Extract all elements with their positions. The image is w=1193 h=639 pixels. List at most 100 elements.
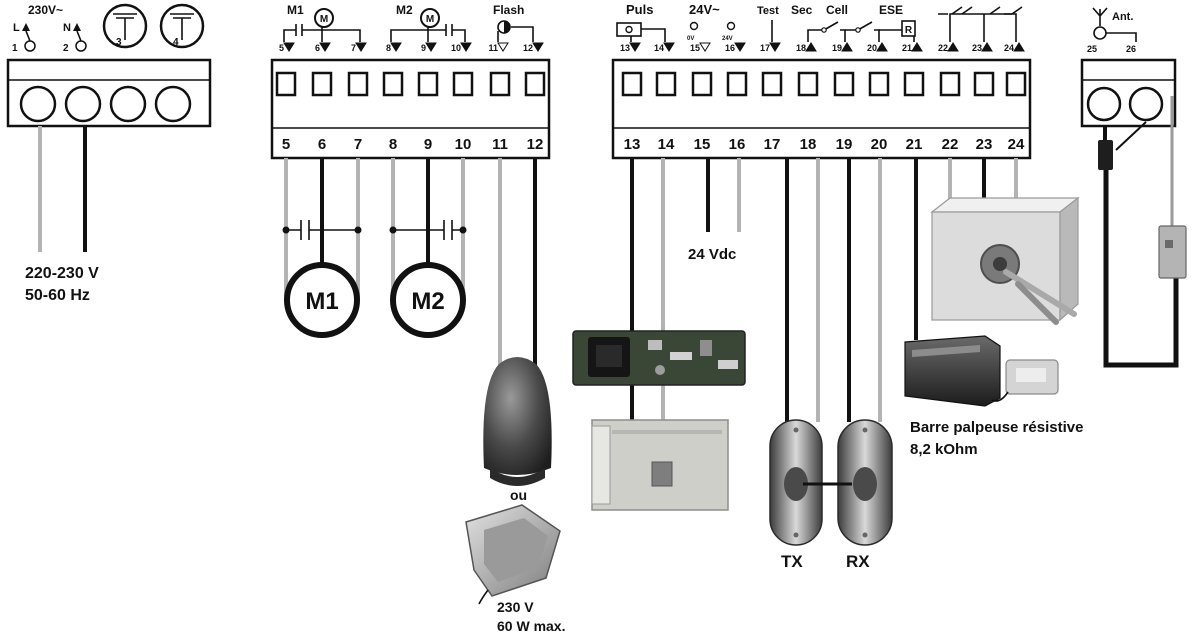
safety-edge-cable: [991, 391, 1009, 402]
terminal-screw: [275, 71, 297, 97]
test-header-label: Test: [757, 5, 779, 17]
terminal-down-arrow-icon: [319, 42, 331, 52]
header-terminal-number: 7: [351, 43, 356, 53]
terminal-screw: [347, 71, 369, 97]
terminal-screw: [489, 71, 511, 97]
receiver-label: RX: [846, 552, 870, 571]
terminal-number: 15: [694, 136, 711, 153]
terminal-down-arrow-icon: [283, 42, 295, 52]
motor-icon: [314, 8, 334, 28]
terminal-down-arrow-icon: [663, 42, 675, 52]
zero-volt-label: 0V: [687, 36, 694, 42]
card-component: [670, 352, 692, 360]
terminal-screw: [64, 85, 102, 123]
ground-icon: [170, 13, 194, 40]
transmitter-label: TX: [781, 552, 803, 571]
terminal-number: 10: [455, 136, 472, 153]
antenna-shield-wire: [1115, 121, 1147, 151]
safety-edge-module-face: [1016, 368, 1046, 382]
block-2-header: M1 M M2 M Flash: [283, 3, 534, 42]
capacitor-icon: [295, 24, 303, 36]
terminal-screw: [382, 71, 404, 97]
cell-switch-icon: [845, 21, 880, 42]
sec-switch-icon: [807, 21, 846, 42]
junction-dot: [282, 226, 290, 234]
terminal-up-arrow-icon: [841, 42, 853, 52]
header-terminal-number: 21: [902, 43, 912, 53]
antenna-coax-icon: [1093, 26, 1107, 40]
terminal-number: 20: [871, 136, 888, 153]
lock-faceplate: [591, 425, 611, 505]
motor-2-label: M2: [411, 288, 444, 315]
header-terminal-number: 9: [421, 43, 426, 53]
terminal-number: 18: [800, 136, 817, 153]
electric-lock: [591, 419, 729, 511]
selector-side: [1059, 196, 1079, 322]
motor-1-header-label: M1: [287, 3, 304, 17]
motor-1-circle: [284, 262, 360, 338]
lamp-voltage-label: 230 V: [497, 599, 534, 615]
header-terminal-number: 1: [12, 43, 18, 54]
neutral-lead: [76, 30, 82, 42]
terminal-screw: [903, 71, 925, 97]
push-button-icon-dot: [625, 25, 633, 34]
key-cylinder-core: [993, 257, 1007, 271]
terminal-down-arrow-icon: [734, 42, 746, 52]
photocell-screw: [793, 532, 799, 538]
capacitor-icon: [445, 24, 453, 36]
terminal-screw: [1086, 86, 1122, 122]
header-terminal-number: 12: [523, 43, 533, 53]
terminal-number: 6: [318, 136, 326, 153]
header-terminal-number: 19: [832, 43, 842, 53]
terminal-down-arrow-icon: [460, 42, 472, 52]
key-icon: [1015, 281, 1059, 325]
terminal-screw: [973, 71, 995, 97]
terminal-1-symbol: [24, 40, 36, 52]
terminal-number: 13: [624, 136, 641, 153]
header-terminal-number: 25: [1087, 44, 1097, 54]
ground-icon: [113, 13, 137, 40]
terminal-number: 7: [354, 136, 362, 153]
terminal-screw: [939, 71, 961, 97]
header-terminal-number: 20: [867, 43, 877, 53]
antenna-base-screw: [1165, 240, 1173, 248]
card-component: [648, 340, 662, 350]
terminal-down-arrow-icon: [425, 42, 437, 52]
terminal-number: 17: [764, 136, 781, 153]
cell-header-label: Cell: [826, 3, 848, 17]
header-terminal-number: 10: [451, 43, 461, 53]
header-terminal-number: 18: [796, 43, 806, 53]
junction-dot: [354, 226, 362, 234]
motor-symbol-label: M: [320, 14, 328, 25]
terminal-up-arrow-icon: [805, 42, 817, 52]
card-transformer-core: [596, 345, 622, 367]
terminal-screw: [621, 71, 643, 97]
push-button-header-wiring: [630, 28, 666, 42]
terminal-screw: [154, 85, 192, 123]
terminal-down-arrow-icon: [390, 42, 402, 52]
line-arrow-icon: [22, 23, 30, 31]
safety-edge-label: Barre palpeuse résistive: [910, 419, 1083, 436]
motor-2: M2: [389, 158, 467, 338]
mains-voltage-symbol: 230V~: [28, 3, 63, 17]
motor-symbol-label: M: [426, 14, 434, 25]
flash-dome: [483, 357, 552, 475]
safety-edge-highlight: [912, 345, 980, 357]
lock-edge: [612, 430, 722, 434]
terminal-screw: [726, 71, 748, 97]
header-terminal-number: 15: [690, 43, 700, 53]
selector-switch-icon: [961, 6, 1023, 15]
antenna-header-label: Ant.: [1112, 11, 1133, 23]
selector-switch-icon: [938, 6, 963, 15]
photocell-screw: [862, 427, 868, 433]
terminal-down-arrow-icon: [699, 42, 711, 52]
header-terminal-number: 8: [386, 43, 391, 53]
flash-header-label: Flash: [493, 3, 524, 17]
alternative-label: ou: [510, 487, 527, 503]
power-voltage-label: 220-230 V: [25, 265, 99, 282]
terminal-number: 14: [658, 136, 675, 153]
terminal-number: 8: [389, 136, 397, 153]
neutral-arrow-icon: [73, 23, 81, 31]
